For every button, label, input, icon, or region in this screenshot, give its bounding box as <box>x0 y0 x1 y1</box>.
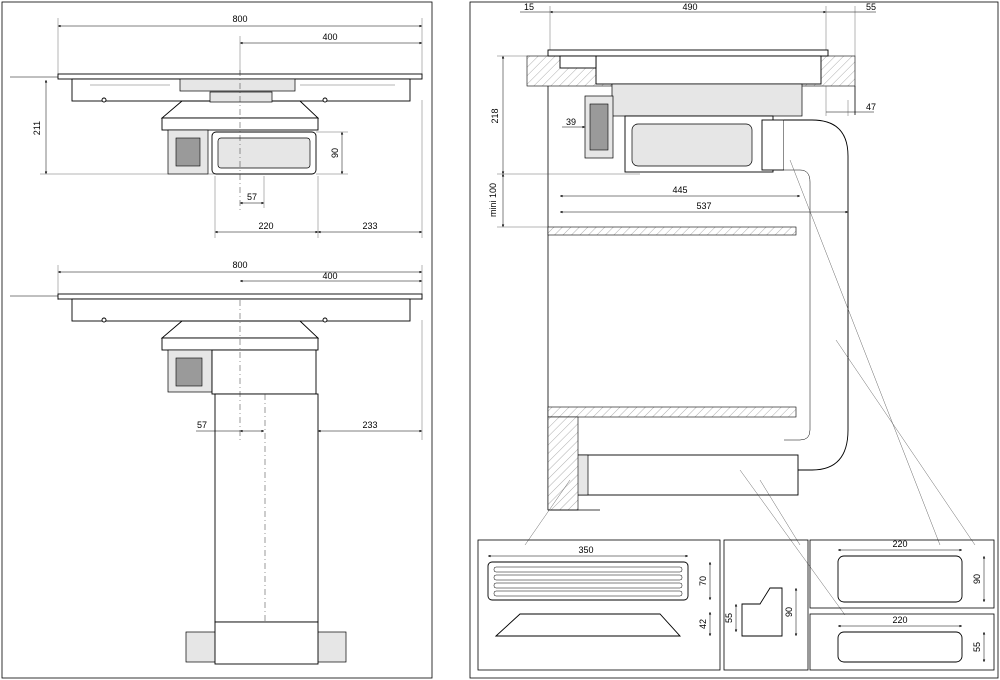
dim-motor-depth: 39 <box>566 117 576 127</box>
grille-flange-height: 42 <box>698 619 708 629</box>
duct-flat-height: 55 <box>972 642 982 652</box>
detail-duct-section-tall: 220 90 <box>809 539 995 609</box>
front-view-vertical-duct: 800 400 57 233 <box>10 260 423 665</box>
dim-clearance: 47 <box>866 102 876 112</box>
dim-duct-reach: 445 <box>672 185 687 195</box>
dim-side-height: 218 <box>490 108 500 123</box>
dim-overall-width-2: 800 <box>232 260 247 270</box>
dim-offset: 57 <box>247 192 257 202</box>
detail-grille: 350 70 42 <box>477 539 721 671</box>
dim-duct-height: 90 <box>330 148 340 158</box>
dim-half-width-2: 400 <box>322 271 337 281</box>
elbow-flange: 55 <box>724 613 734 623</box>
dim-right-gap: 55 <box>866 2 876 12</box>
duct-flat-width: 220 <box>892 615 907 625</box>
grille-width: 350 <box>578 545 593 555</box>
right-panel-frame <box>469 1 999 679</box>
dim-half-width: 400 <box>322 32 337 42</box>
front-view-flush: 800 400 211 90 <box>10 14 423 238</box>
dim-depth: 490 <box>682 2 697 12</box>
dim-min-gap: mini 100 <box>488 183 498 217</box>
elbow-height: 90 <box>784 607 794 617</box>
dim-side-offset-2: 233 <box>362 420 377 430</box>
dim-left-gap: 15 <box>524 2 534 12</box>
detail-duct-section-flat: 220 55 <box>809 613 995 671</box>
dim-offset-2: 57 <box>197 420 207 430</box>
left-panel-frame <box>1 1 433 679</box>
grille-height: 70 <box>698 576 708 586</box>
side-section-view: 15 490 55 218 <box>488 2 976 616</box>
dim-overall-width: 800 <box>232 14 247 24</box>
duct-tall-height: 90 <box>972 574 982 584</box>
dim-height: 211 <box>32 121 42 135</box>
detail-elbow: 90 55 <box>723 539 809 671</box>
duct-tall-width: 220 <box>892 539 907 549</box>
dim-duct-width: 220 <box>258 221 273 231</box>
dim-side-offset: 233 <box>362 221 377 231</box>
dim-total-reach: 537 <box>696 201 711 211</box>
